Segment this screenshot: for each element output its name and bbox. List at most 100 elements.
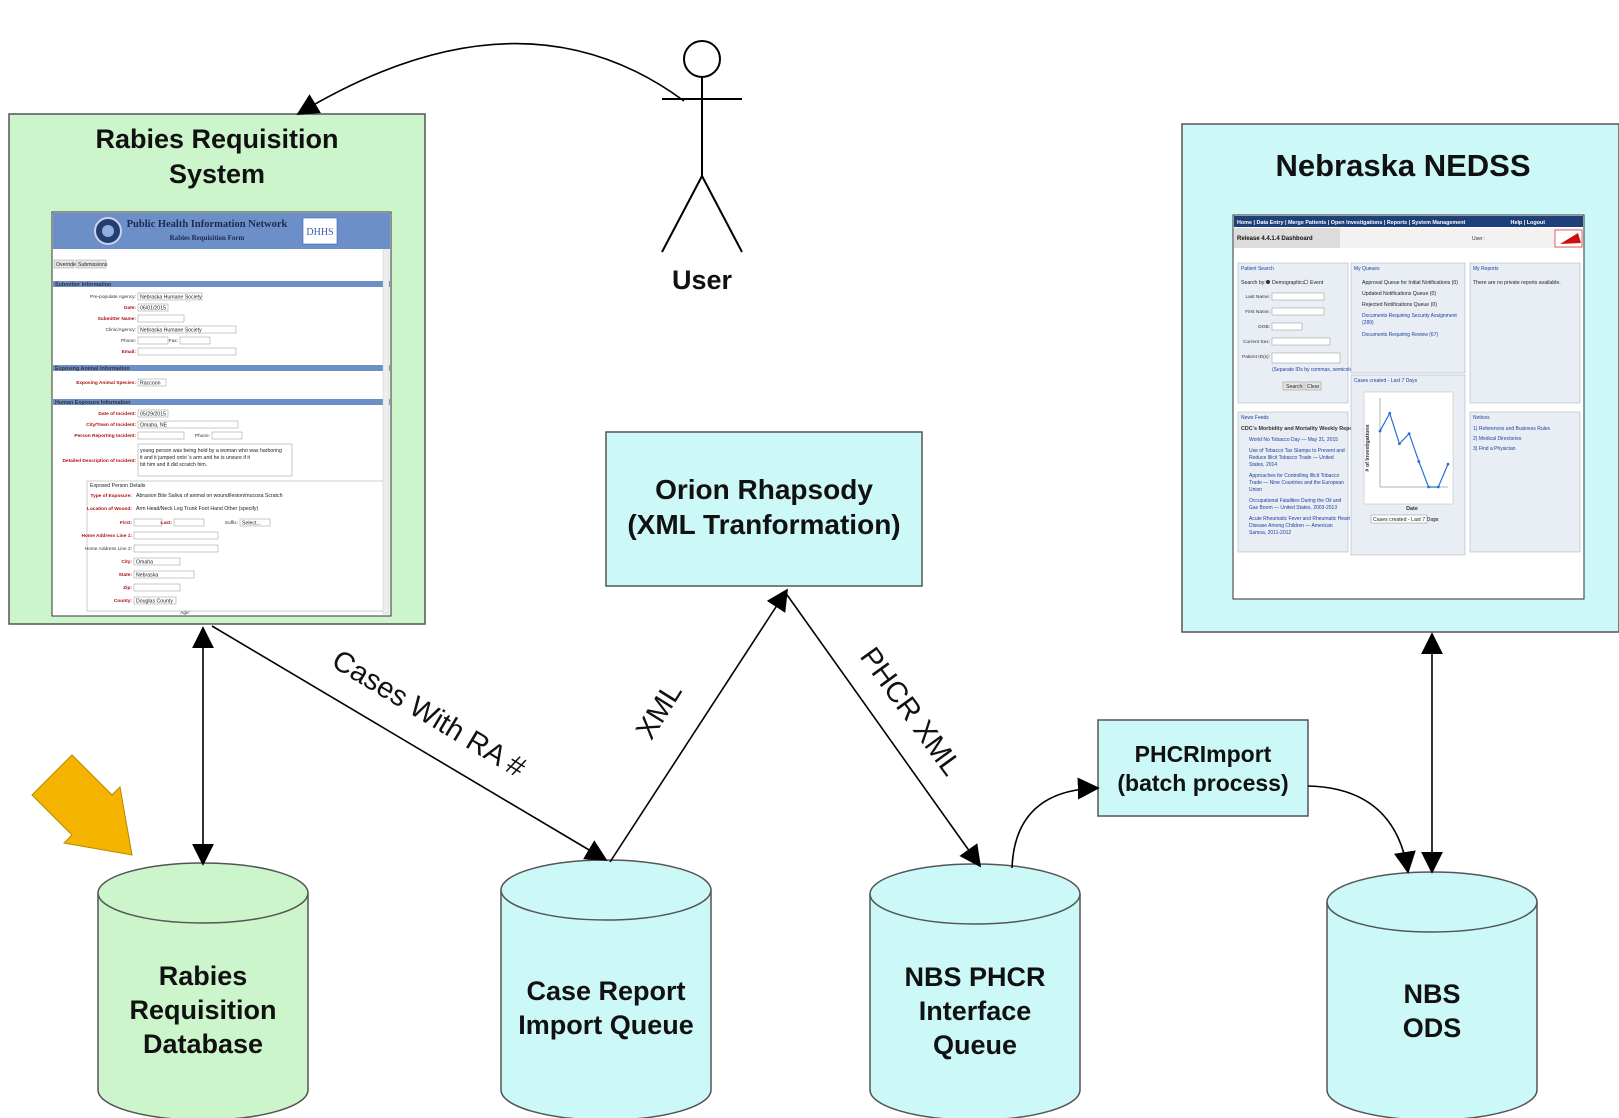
news-item[interactable]: World No Tobacco Day — May 31, 2015: [1249, 437, 1338, 443]
clinic-field[interactable]: [137, 325, 237, 334]
nedss-nav[interactable]: Home | Data Entry | Merge Patients | Ope…: [1237, 220, 1466, 226]
species-label: Exposing Animal Species:: [76, 380, 136, 386]
chart-point: [1446, 462, 1450, 466]
addr2-field[interactable]: [133, 544, 219, 553]
news-item[interactable]: Union: [1249, 487, 1262, 493]
chart-title: Cases created - Last 7 Days: [1354, 378, 1418, 384]
news-item[interactable]: Gas Boom — United States, 2003-2013: [1249, 505, 1337, 511]
user-head-icon: [683, 40, 721, 78]
nedss-title: Nebraska NEDSS: [1275, 148, 1530, 183]
edge-phcr-queue-to-import: [1011, 777, 1100, 869]
rabies-db: Rabies Requisition Database: [97, 862, 309, 1118]
first-field[interactable]: [133, 518, 163, 527]
queue-item[interactable]: Updated Notifications Queue (0): [1362, 291, 1436, 297]
dob-input[interactable]: [1271, 322, 1303, 331]
first-name-input[interactable]: [1271, 307, 1325, 316]
first-name-label: First Name:: [1245, 309, 1270, 315]
city-select[interactable]: [137, 420, 239, 429]
news-item[interactable]: Use of Tobacco Tax Stamps to Prevent and: [1249, 448, 1345, 454]
state-label: State:: [119, 572, 133, 578]
news-heading: CDC's Morbidity and Mortality Weekly Rep…: [1241, 426, 1357, 432]
edge-system-to-case-queue: [211, 625, 608, 861]
notice-item[interactable]: 3) Find a Physician: [1473, 446, 1516, 452]
state-select[interactable]: [133, 570, 195, 579]
person-city-field[interactable]: [133, 557, 181, 566]
county-label: County:: [114, 598, 133, 604]
news-item[interactable]: States, 2014: [1249, 462, 1277, 468]
queue-item[interactable]: Rejected Notifications Queue (0): [1362, 302, 1437, 308]
clear-button[interactable]: [1304, 381, 1322, 391]
queue-item[interactable]: Documents Requiring Review (67): [1362, 332, 1438, 338]
phone-field[interactable]: [137, 336, 169, 345]
zip-label: Zip:: [123, 585, 132, 591]
submitter-field[interactable]: [137, 314, 185, 323]
news-item[interactable]: Disease Among Children — American: [1249, 523, 1333, 529]
email-field[interactable]: [137, 347, 237, 356]
radio-demographics[interactable]: [1266, 280, 1270, 284]
queue-item[interactable]: Documents Requiring Security Assignment: [1362, 313, 1457, 319]
tab-override[interactable]: [53, 259, 75, 269]
patient-id-input[interactable]: [1271, 352, 1341, 364]
search-button[interactable]: [1282, 381, 1304, 391]
wound-label: Location of Wound:: [87, 506, 132, 512]
clear-button-label: Clear: [1307, 384, 1320, 390]
news-item[interactable]: Trade — Nine Countries and the European: [1249, 480, 1344, 486]
reporter-field[interactable]: [137, 431, 185, 440]
news-item[interactable]: Reduce Illicit Tobacco Trade — United: [1249, 455, 1334, 461]
magnifier-icon[interactable]: ⌕: [1433, 515, 1437, 524]
chart-point: [1407, 432, 1411, 435]
desc-label: Detailed Description of Incident:: [62, 458, 136, 464]
agency-value: Nebraska Humane Society: [140, 295, 202, 301]
suffix-select[interactable]: [239, 518, 271, 527]
zip-field[interactable]: [133, 583, 181, 592]
radio-event[interactable]: [1303, 279, 1309, 285]
chart-range-select[interactable]: [1370, 514, 1428, 524]
search-by-label: Search by:: [1241, 280, 1266, 286]
desc-textarea[interactable]: [137, 443, 293, 477]
county-select[interactable]: [133, 596, 177, 605]
edge-label-xml: XML: [630, 677, 689, 745]
chart-xlabel: Date: [1406, 506, 1418, 512]
tab-override-label: Override: [56, 262, 76, 268]
news-item[interactable]: Occupational Fatalities During the Oil a…: [1249, 498, 1341, 504]
email-label: Email:: [122, 349, 137, 355]
tab-submissions[interactable]: [75, 259, 107, 269]
queue-item[interactable]: (289): [1362, 320, 1374, 326]
news-item[interactable]: Approaches for Controlling Illicit Tobac…: [1249, 473, 1339, 479]
last-field[interactable]: [173, 518, 205, 527]
radio-demographics-label: Demographics: [1272, 280, 1306, 286]
date-label: Date:: [124, 305, 136, 311]
exposure-options[interactable]: Abrasion Bite Saliva of animal on wound/…: [136, 493, 283, 499]
species-select[interactable]: [137, 378, 167, 387]
notice-item[interactable]: 1) References and Business Rules: [1473, 426, 1550, 432]
date-field[interactable]: [137, 303, 169, 312]
desc-line-1: young person was being held by a woman w…: [140, 448, 282, 454]
fax-field[interactable]: [179, 336, 211, 345]
last-name-label: Last Name:: [1245, 294, 1270, 300]
section-human: Human Exposure Information: [55, 400, 130, 406]
county-value: Douglas County: [136, 599, 173, 605]
last-name-input[interactable]: [1271, 292, 1325, 301]
notice-item[interactable]: 2) Medical Directories: [1473, 436, 1522, 442]
edge-label-cases-with-ra: Cases With RA #: [326, 644, 530, 784]
scrollbar[interactable]: [382, 249, 390, 615]
queue-item[interactable]: Approval Queue for Initial Notifications…: [1362, 280, 1458, 286]
incident-date-field[interactable]: [137, 409, 169, 418]
nedss-nav-right[interactable]: Help | Logout: [1511, 220, 1546, 226]
case-queue-line-2: Import Queue: [518, 1010, 694, 1040]
search-button-label: Search: [1286, 384, 1303, 390]
nedss-dashboard-screenshot: Home | Data Entry | Merge Patients | Ope…: [1232, 214, 1585, 600]
reports-text: There are no private reports available.: [1473, 280, 1561, 286]
chart-point: [1436, 485, 1440, 489]
news-item[interactable]: Acute Rheumatic Fever and Rheumatic Hear…: [1249, 516, 1350, 522]
addr1-field[interactable]: [133, 531, 219, 540]
news-item[interactable]: Samoa, 2011-2012: [1249, 530, 1291, 536]
first-label: First:: [120, 520, 132, 526]
reporter-phone-field[interactable]: [211, 431, 243, 440]
sex-select[interactable]: [1271, 337, 1331, 346]
user-actor: User: [661, 40, 743, 295]
edge-orion-to-phcr-queue: [784, 591, 982, 868]
agency-select[interactable]: [137, 292, 203, 301]
wound-options[interactable]: Arm Head/Neck Leg Trunk Foot Hand Other …: [136, 506, 259, 512]
nedss-release: Release 4.4.1.4 Dashboard: [1237, 236, 1313, 242]
